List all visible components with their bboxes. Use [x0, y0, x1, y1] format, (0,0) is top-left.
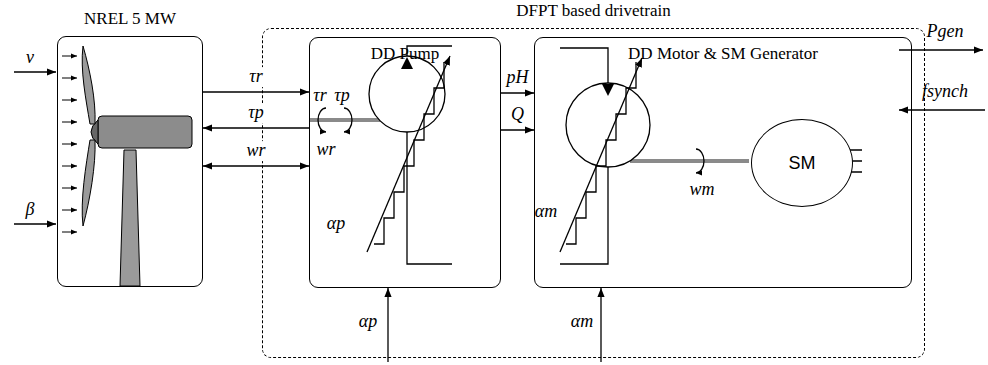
signal-label: β [26, 200, 35, 220]
wind-turbine [82, 46, 192, 286]
pump-box: DD Pump [309, 37, 501, 288]
node-heading: DD Motor & SM Generator [535, 44, 911, 64]
signal-connector [203, 91, 309, 92]
signal-label: Pgen [927, 22, 964, 42]
node-heading: SM [752, 153, 852, 174]
motor-symbol [560, 48, 862, 264]
connector-label: τp [246, 103, 265, 123]
generator-circle: SM [751, 119, 853, 207]
connector-label: pH [505, 68, 531, 88]
signal-arrows [14, 50, 985, 362]
signal-connector [501, 92, 534, 93]
pump-symbol [309, 46, 452, 264]
signal-label: τr [313, 86, 326, 106]
turbine-box: NREL 5 MW [57, 36, 203, 287]
signal-label: v [26, 48, 34, 68]
signal-connector [203, 127, 309, 128]
signal-label: wr [316, 140, 335, 160]
signal-label: αp [327, 214, 345, 234]
drivetrain-group: DFPT based drivetrainDD PumpDD Motor & S… [262, 28, 925, 358]
connector-label: τr [247, 67, 264, 87]
wind-arrows [62, 56, 77, 232]
signal-label: τp [334, 86, 349, 106]
signal-connector [203, 165, 309, 166]
connector-label: wr [244, 141, 267, 161]
signal-label: αm [535, 202, 557, 222]
signal-label: wm [689, 180, 714, 200]
connector-label: Q [509, 105, 526, 125]
node-heading: DFPT based drivetrain [263, 1, 924, 21]
node-heading: NREL 5 MW [58, 9, 202, 29]
signal-connector [501, 129, 534, 130]
motor-generator-box: DD Motor & SM GeneratorSM [534, 37, 912, 288]
signal-label: αp [359, 312, 377, 332]
signal-label: αm [571, 312, 593, 332]
node-heading: DD Pump [310, 44, 500, 64]
signal-label: fsynch [922, 82, 968, 102]
